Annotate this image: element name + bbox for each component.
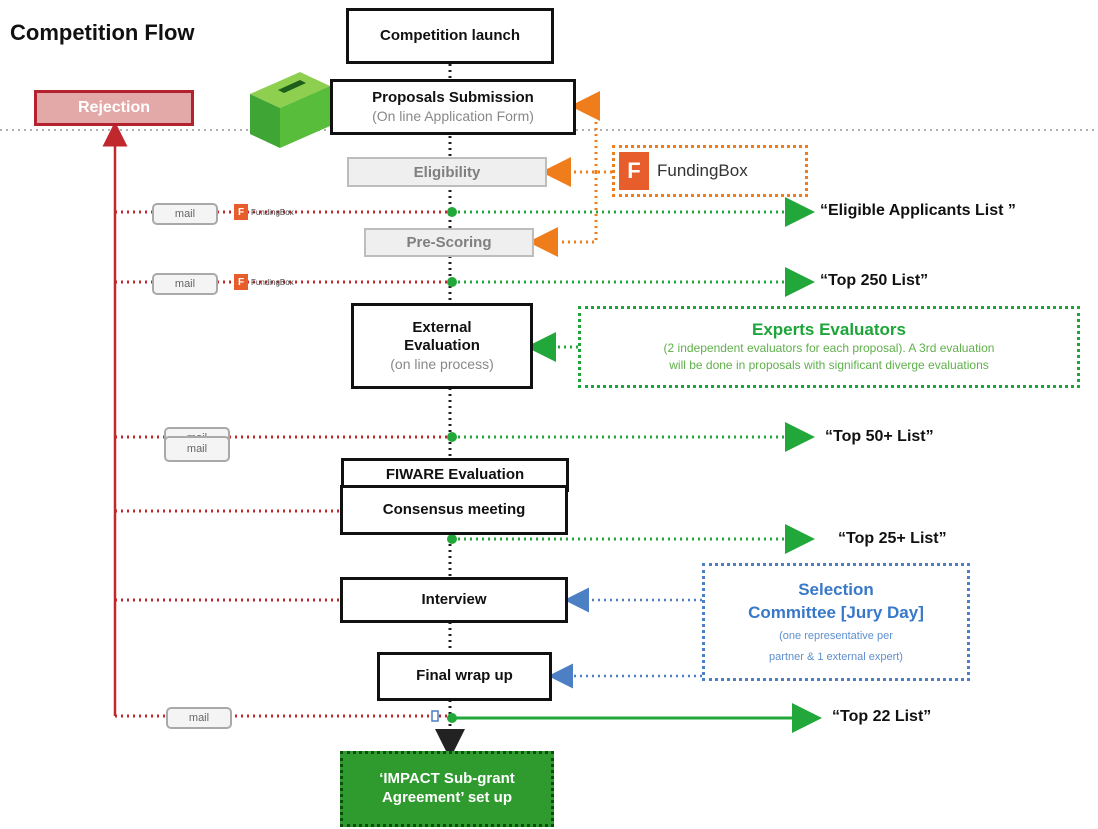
experts-desc-line1: (2 independent evaluators for each propo… (663, 340, 995, 355)
selection-committee-box: Selection Committee [Jury Day] (one repr… (702, 563, 970, 681)
step-sublabel: (On line Application Form) (372, 107, 534, 124)
mail-badge: mail (152, 203, 218, 225)
step-sublabel: (on line process) (390, 356, 494, 372)
final-connector-mark (431, 710, 439, 722)
selection-desc-line1: (one representative per (779, 630, 893, 643)
step-interview: Interview (340, 577, 568, 623)
list-arrows (452, 197, 822, 733)
mail-badge: mail (166, 707, 232, 729)
list-branch-dots (447, 207, 457, 723)
mail-badge: mail (164, 436, 230, 462)
selection-heading-line2: Committee [Jury Day] (748, 602, 924, 622)
step-pre-scoring: Pre-Scoring (364, 228, 534, 257)
fundingbox-logo-icon: F (619, 152, 649, 190)
fundingbox-box: F FundingBox (612, 145, 808, 197)
experts-desc-line2: will be done in proposals with significa… (669, 358, 989, 372)
fundingbox-arrows (528, 91, 612, 257)
step-external-evaluation: External Evaluation (on line process) (351, 303, 533, 389)
rejection-box: Rejection (34, 90, 194, 126)
page-title: Competition Flow (10, 20, 195, 45)
step-label: Proposals Submission (372, 88, 534, 106)
fundingbox-icon: F (234, 204, 248, 220)
step-label: Interview (421, 590, 487, 608)
fundingbox-icon: F (234, 274, 248, 290)
step-proposals-submission: Proposals Submission (On line Applicatio… (330, 79, 576, 135)
step-label: Final wrap up (416, 667, 513, 685)
experts-heading: Experts Evaluators (751, 319, 906, 339)
selection-arrows (548, 587, 702, 689)
fundingbox-name: FundingBox (657, 161, 748, 180)
step-label: Consensus meeting (382, 500, 526, 518)
step-label: Competition launch (380, 26, 520, 44)
step-eligibility: Eligibility (347, 157, 547, 187)
experts-evaluators-box: Experts Evaluators (2 independent evalua… (578, 306, 1080, 388)
fundingbox-small-logo: F FundingBox (234, 274, 294, 290)
fundingbox-small-text: FundingBox (251, 277, 294, 287)
step-label-line1: External (412, 318, 472, 336)
ballot-box-icon (250, 72, 330, 148)
step-label: Pre-Scoring (406, 234, 492, 251)
selection-heading-line1: Selection (798, 579, 874, 599)
list-eligible-applicants: “Eligible Applicants List ” (820, 202, 1016, 219)
fundingbox-small-logo: F FundingBox (234, 204, 294, 220)
step-impact-agreement: ‘IMPACT Sub-grant Agreement’ set up (340, 751, 554, 827)
list-top-50: “Top 50+ List” (825, 428, 934, 445)
list-top-22: “Top 22 List” (832, 708, 932, 725)
step-label-line2: Evaluation (404, 337, 480, 355)
list-top-250: “Top 250 List” (820, 272, 929, 289)
mail-badge: mail (152, 273, 218, 295)
step-label: Eligibility (413, 163, 481, 181)
list-top-25: “Top 25+ List” (838, 530, 947, 547)
step-consensus-meeting: Consensus meeting (340, 485, 568, 535)
step-final-wrap-up: Final wrap up (377, 652, 552, 701)
step-label: FIWARE Evaluation (385, 465, 525, 483)
fundingbox-small-text: FundingBox (251, 207, 294, 217)
step-competition-launch: Competition launch (346, 8, 554, 64)
selection-desc-line2: partner & 1 external expert) (769, 650, 903, 663)
